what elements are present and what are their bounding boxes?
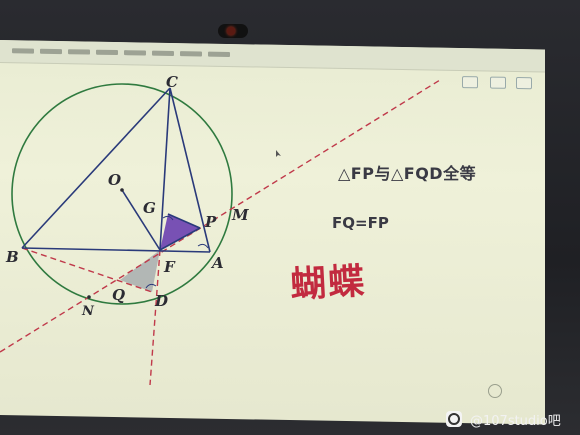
triangle-fgp	[160, 214, 200, 250]
line-cf	[159, 87, 171, 251]
corner-circle-button[interactable]	[488, 384, 502, 398]
angle-mark-g	[162, 215, 174, 221]
label-o: O	[108, 171, 121, 189]
label-b: B	[5, 248, 19, 266]
congruence-note: △FP与△FQD全等	[338, 164, 477, 183]
label-f: F	[163, 258, 176, 276]
label-c: C	[166, 73, 178, 91]
equality-note: FQ=FP	[332, 214, 389, 232]
watermark-logo-icon	[446, 411, 462, 427]
handwritten-note: 蝴蝶	[289, 261, 368, 306]
label-a: A	[210, 254, 224, 272]
angle-mark-a	[197, 243, 209, 249]
point-o	[120, 188, 124, 192]
label-g: G	[143, 199, 156, 217]
label-n: N	[81, 304, 95, 319]
line-fp	[159, 227, 201, 251]
circumcircle	[11, 83, 233, 305]
label-m: M	[231, 206, 249, 224]
watermark: @107studio吧	[446, 409, 561, 429]
watermark-text: @107studio吧	[470, 413, 561, 429]
angle-mark-d	[145, 283, 157, 289]
webcam-icon	[218, 24, 248, 38]
dashed-line-nm	[0, 79, 441, 353]
line-gp	[167, 213, 201, 229]
line-bc	[21, 87, 171, 249]
label-q: Q	[112, 286, 125, 304]
dashed-line-fd	[149, 249, 161, 386]
line-of	[121, 189, 161, 251]
label-p: P	[204, 213, 217, 231]
dashed-line-bd	[21, 247, 153, 293]
line-ca	[169, 87, 211, 253]
label-d: D	[154, 292, 168, 310]
mouse-cursor-icon	[276, 150, 281, 157]
line-ba	[21, 247, 211, 253]
triangle-fqd	[120, 250, 160, 292]
point-n	[87, 295, 91, 299]
